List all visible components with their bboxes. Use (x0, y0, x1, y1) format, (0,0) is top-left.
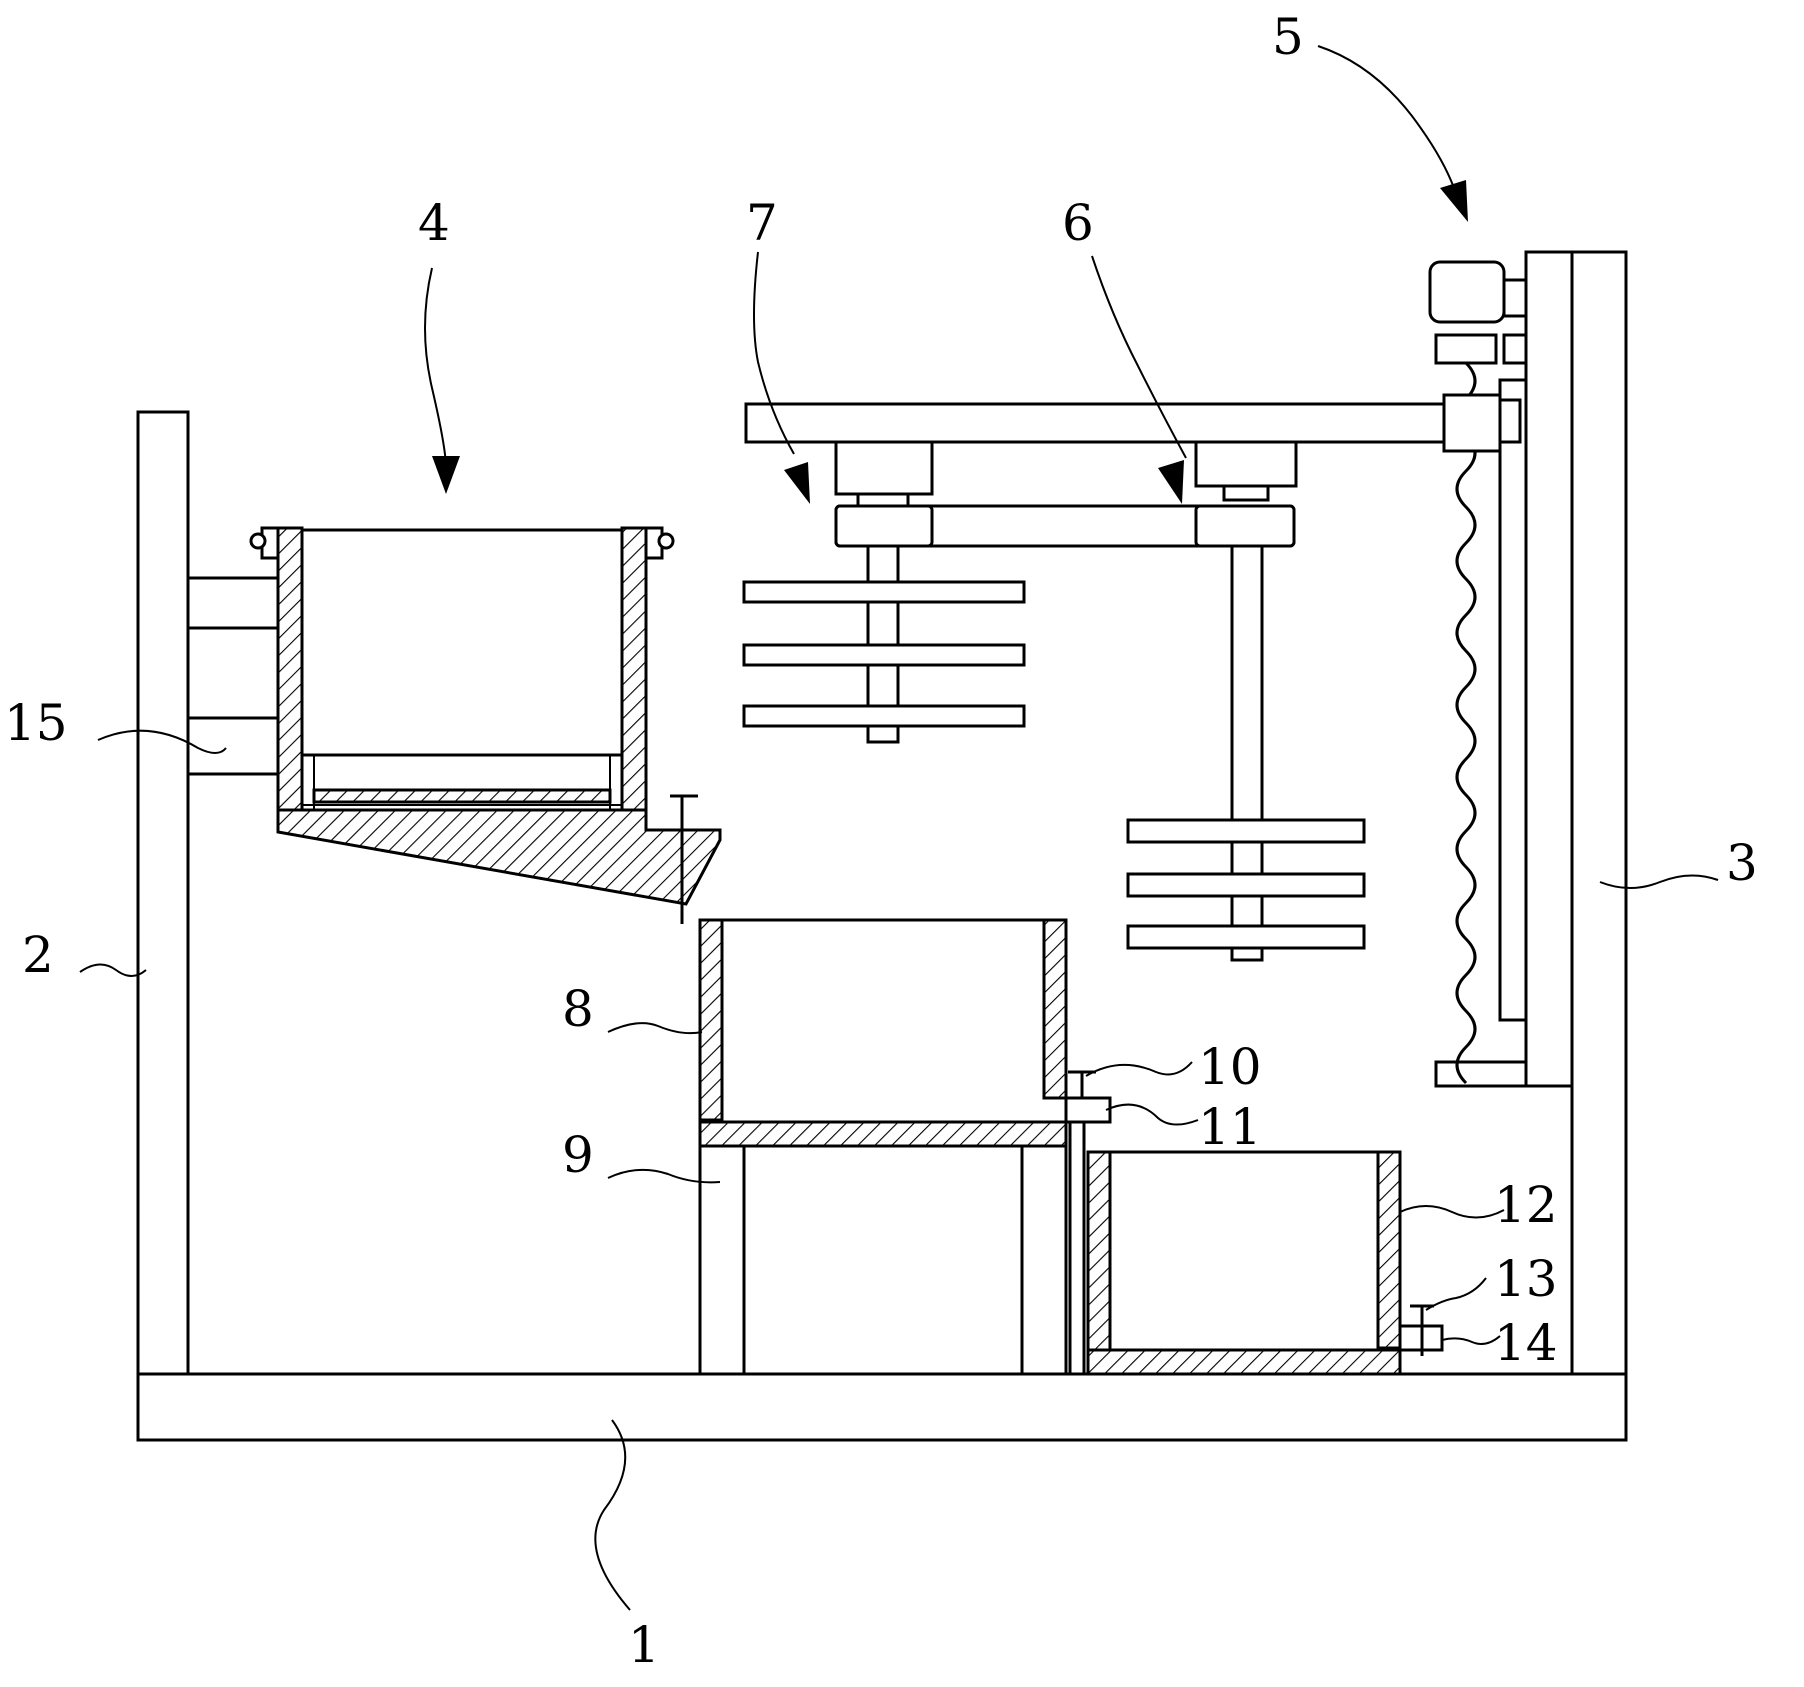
leader-lines (79, 45, 1719, 1611)
label-7: 7 (746, 194, 778, 252)
label-8: 8 (562, 980, 594, 1038)
upper-tank (698, 918, 1068, 1148)
stirrer-long (1126, 440, 1366, 962)
stirrer-short (742, 440, 1026, 744)
label-5: 5 (1272, 8, 1304, 66)
hopper-support-brackets (186, 576, 280, 776)
belt-drive (834, 504, 1296, 548)
base-plate (136, 1372, 1628, 1442)
label-3: 3 (1726, 834, 1758, 892)
lifting-mechanism (1428, 260, 1528, 1085)
label-15: 15 (4, 694, 68, 752)
lower-tank (1086, 1150, 1402, 1376)
drain-valve-lower (1398, 1304, 1444, 1356)
label-12: 12 (1494, 1176, 1558, 1234)
reference-labels: 1 2 3 4 5 6 7 8 9 10 11 12 13 14 15 (4, 8, 1758, 1674)
tank-support (698, 1144, 1068, 1376)
label-13: 13 (1494, 1250, 1558, 1308)
label-2: 2 (22, 926, 54, 984)
label-4: 4 (418, 194, 450, 252)
label-1: 1 (628, 1616, 660, 1674)
label-11: 11 (1198, 1098, 1262, 1156)
label-6: 6 (1062, 194, 1094, 252)
label-14: 14 (1494, 1314, 1558, 1372)
sieve-hopper (249, 526, 722, 924)
label-9: 9 (562, 1126, 594, 1184)
right-column (1434, 250, 1628, 1376)
label-10: 10 (1198, 1038, 1262, 1096)
carrier-arm (744, 402, 1446, 444)
left-column (136, 410, 190, 1376)
